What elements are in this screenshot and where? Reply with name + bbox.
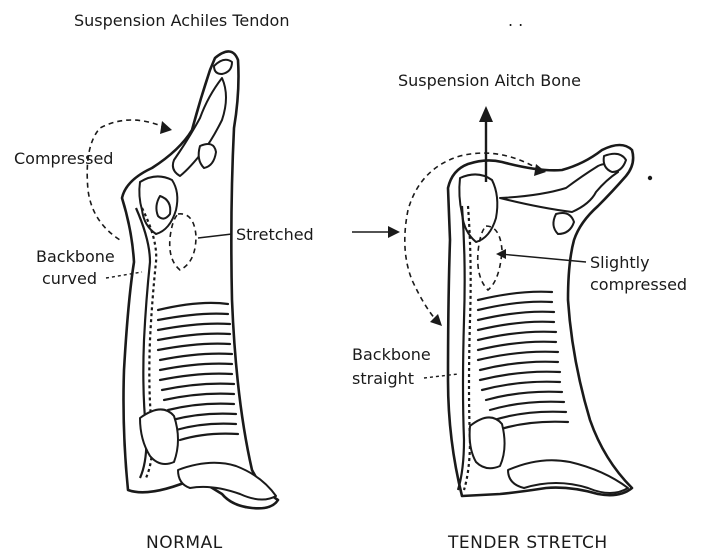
tender-pelvis: [459, 174, 497, 242]
label-slightly-compressed-2: compressed: [590, 275, 687, 294]
tender-backbone: [458, 206, 465, 490]
label-suspension-aitch: Suspension Aitch Bone: [398, 71, 581, 90]
normal-stretched-zone: [170, 214, 196, 270]
label-stretched: Stretched: [236, 225, 314, 244]
label-backbone-straight-1: Backbone: [352, 345, 431, 364]
tender-ribs: [478, 292, 568, 430]
tender-hock: [604, 154, 626, 172]
tender-dot-mark: [648, 176, 652, 180]
normal-backbone-leader: [106, 272, 142, 278]
label-backbone-straight-2: straight: [352, 369, 414, 388]
tender-stretch-carcass: [352, 106, 652, 496]
label-suspension-achilles: Suspension Achiles Tendon: [74, 11, 289, 30]
normal-hock-ring: [214, 60, 232, 74]
tender-suspension-arrowhead: [479, 106, 493, 122]
caption-tender-stretch: TENDER STRETCH: [447, 533, 608, 553]
tender-patella: [553, 213, 574, 234]
label-backbone-curved-1: Backbone: [36, 247, 115, 266]
normal-compressed-arrowhead: [160, 121, 172, 134]
normal-stretched-leader: [198, 234, 232, 238]
normal-patella: [199, 144, 216, 168]
tender-backbone-leader: [424, 374, 458, 378]
tender-slightly-leader: [500, 254, 586, 262]
tender-scapula: [470, 417, 505, 468]
normal-carcass: [87, 51, 278, 508]
label-dots: . .: [508, 11, 523, 30]
label-backbone-curved-2: curved: [42, 269, 97, 288]
normal-foreleg: [178, 463, 276, 500]
caption-normal: NORMAL: [146, 533, 223, 553]
label-compressed: Compressed: [14, 149, 113, 168]
tender-left-arrowhead: [388, 226, 400, 238]
label-slightly-compressed-1: Slightly: [590, 253, 650, 272]
